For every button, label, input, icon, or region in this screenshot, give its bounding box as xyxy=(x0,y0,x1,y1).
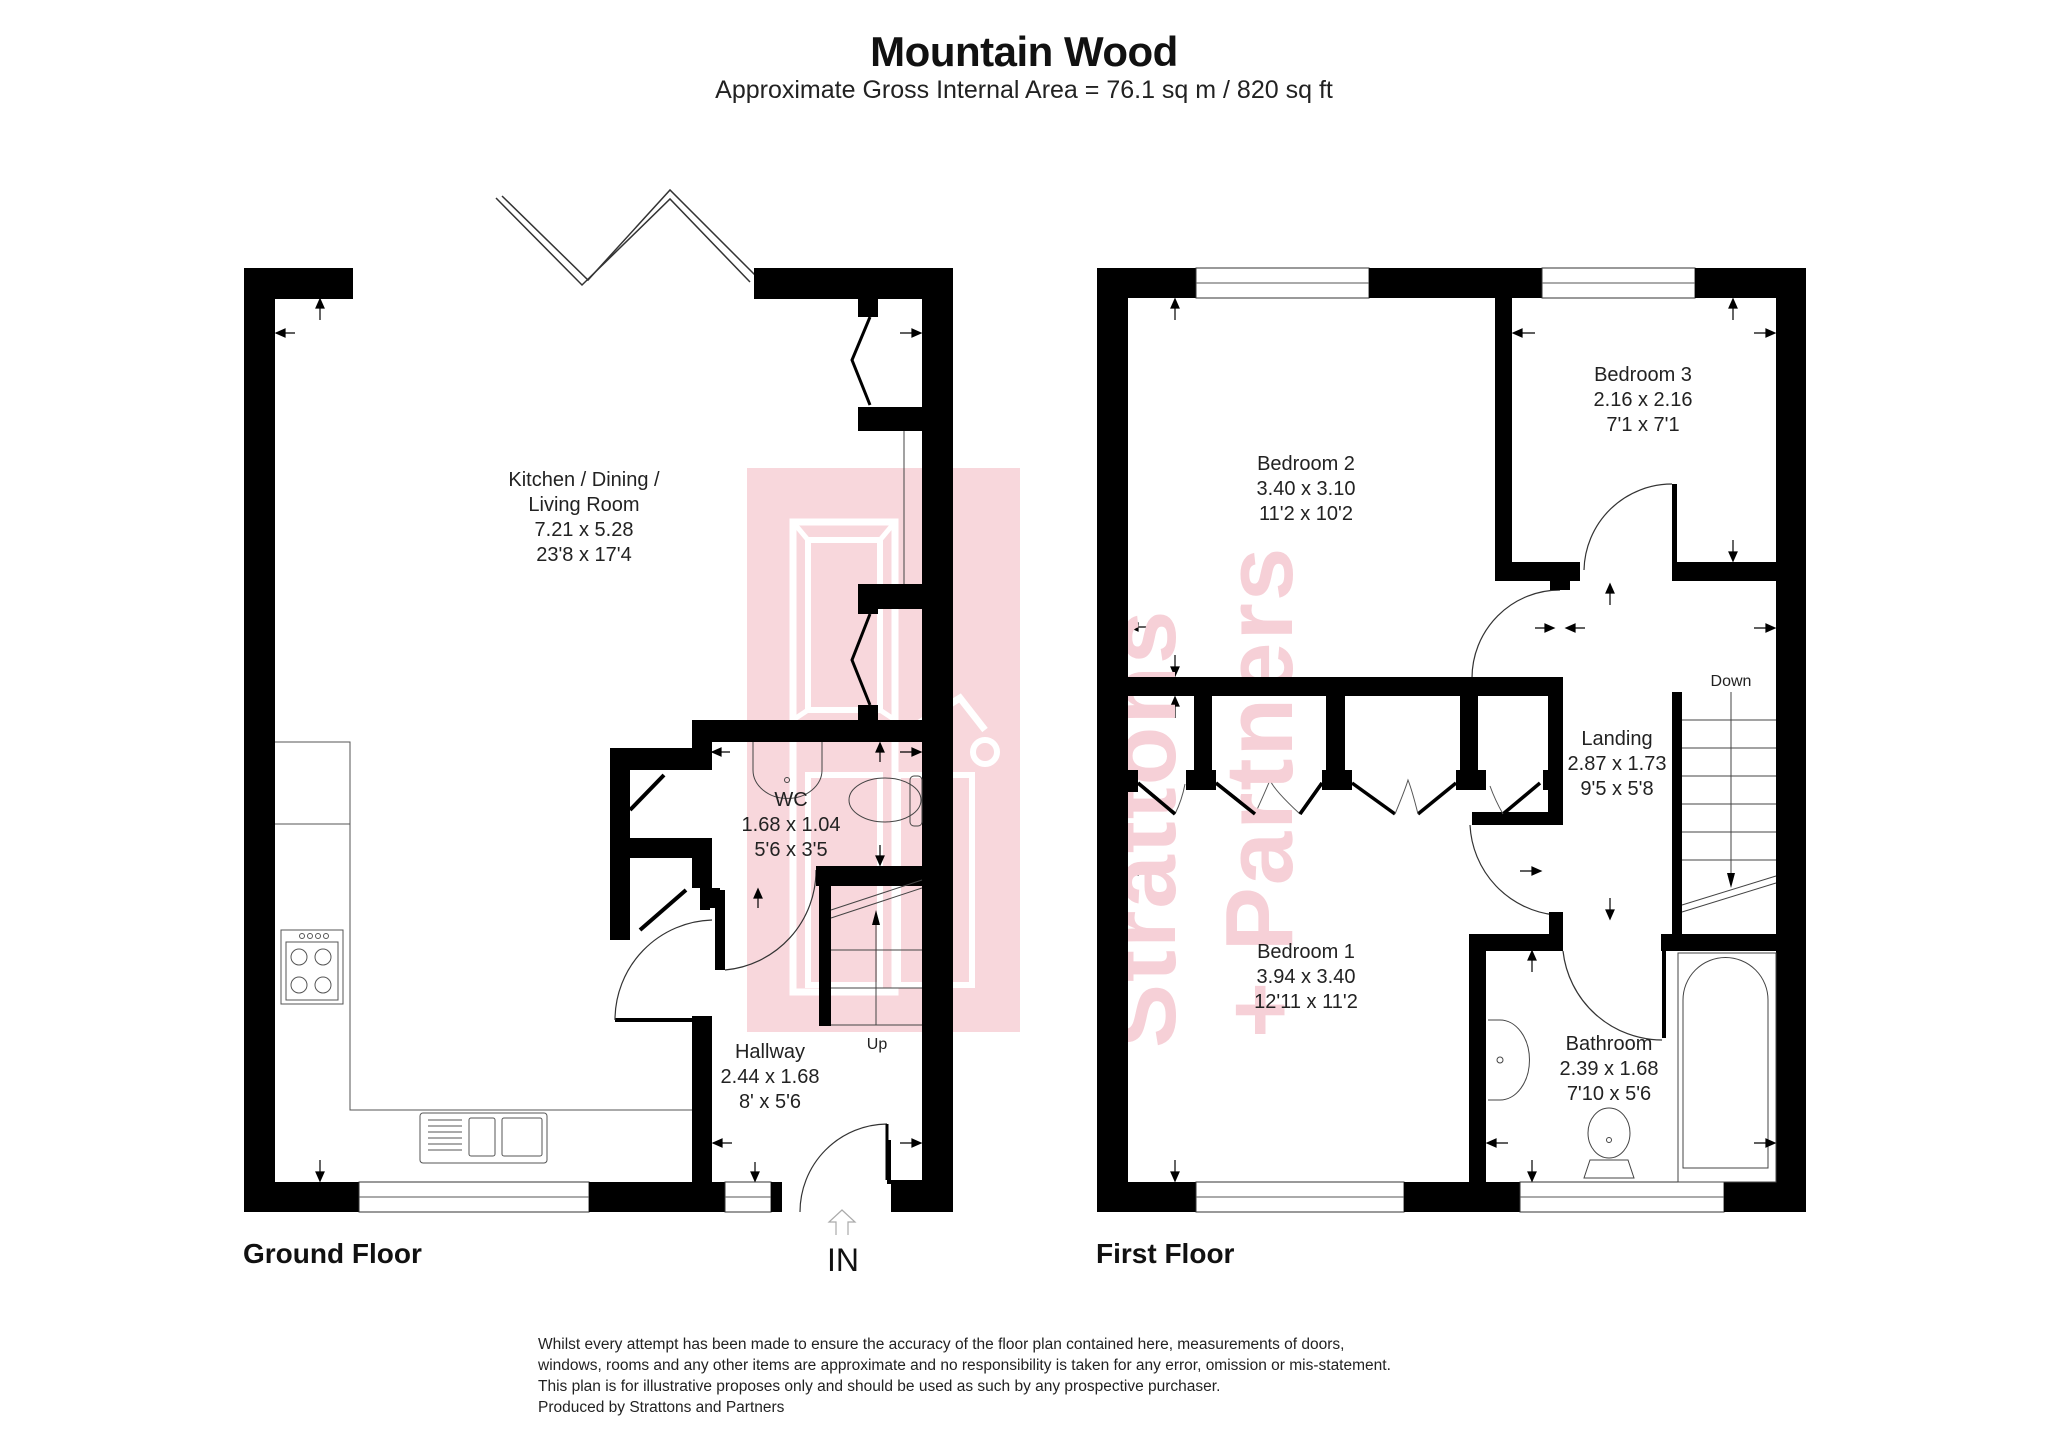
ground-floor-label: Ground Floor xyxy=(243,1238,422,1269)
room-label-bathroom: Bathroom 2.39 x 1.68 7'10 x 5'6 xyxy=(1560,1032,1659,1107)
disclaimer: Whilst every attempt has been made to en… xyxy=(538,1334,1391,1418)
bifold-door xyxy=(495,188,757,287)
disclaimer-line: Whilst every attempt has been made to en… xyxy=(538,1336,1345,1353)
gross-internal-area: Approximate Gross Internal Area = 76.1 s… xyxy=(715,76,1333,104)
room-name: Bedroom 2 xyxy=(1257,453,1355,475)
room-metric: 7.21 x 5.28 xyxy=(534,519,634,541)
disclaimer-line: windows, rooms and any other items are a… xyxy=(538,1357,1391,1374)
room-imperial: 5'6 x 3'5 xyxy=(754,839,828,861)
room-label-kitchen: Kitchen / Dining / Living Room 7.21 x 5.… xyxy=(508,468,659,568)
stairs-down-label: Down xyxy=(1710,673,1752,690)
room-imperial: 8' x 5'6 xyxy=(738,1091,802,1113)
kitchen-counters xyxy=(275,741,692,1164)
room-label-bedroom-3: Bedroom 3 2.16 x 2.16 7'1 x 7'1 xyxy=(1594,363,1693,438)
entrance-label: IN xyxy=(827,1242,859,1278)
room-imperial: 7'1 x 7'1 xyxy=(1606,414,1680,436)
room-metric: 3.94 x 3.40 xyxy=(1256,966,1356,988)
entrance-arrow-icon xyxy=(827,1209,857,1235)
room-metric: 1.68 x 1.04 xyxy=(741,814,841,836)
room-metric: 2.16 x 2.16 xyxy=(1593,389,1693,411)
room-metric: 2.39 x 1.68 xyxy=(1559,1058,1659,1080)
room-name: Bathroom xyxy=(1565,1033,1653,1055)
room-name: WC xyxy=(774,789,808,811)
wc-fixtures xyxy=(752,742,923,827)
room-imperial: 9'5 x 5'8 xyxy=(1580,778,1654,800)
room-metric: 2.87 x 1.73 xyxy=(1567,753,1667,775)
room-imperial: 11'2 x 10'2 xyxy=(1258,503,1353,525)
room-metric: 3.40 x 3.10 xyxy=(1256,478,1356,500)
room-name: Kitchen / Dining / xyxy=(508,469,660,491)
disclaimer-line: This plan is for illustrative proposes o… xyxy=(538,1378,1221,1395)
room-name: Landing xyxy=(1581,728,1653,750)
watermark-logo xyxy=(747,468,1020,1032)
room-name: Bedroom 1 xyxy=(1257,941,1355,963)
watermark-text-strattons: Strattons xyxy=(1089,608,1196,1048)
first-floor-plan xyxy=(1097,267,1806,1213)
wardrobe-door-swings xyxy=(1174,778,1504,815)
first-floor-label: First Floor xyxy=(1096,1238,1235,1269)
room-name: Hallway xyxy=(734,1041,806,1063)
room-imperial: 23'8 x 17'4 xyxy=(536,544,632,566)
room-label-bedroom-1: Bedroom 1 3.94 x 3.40 12'11 x 11'2 xyxy=(1254,940,1358,1015)
room-metric: 2.44 x 1.68 xyxy=(720,1066,820,1088)
room-imperial: 7'10 x 5'6 xyxy=(1566,1083,1652,1105)
page-title: Mountain Wood xyxy=(870,28,1178,75)
stairs-up-label: Up xyxy=(866,1036,888,1053)
room-name-line2: Living Room xyxy=(528,494,640,516)
dimension-arrows xyxy=(274,297,923,1183)
ground-stairs xyxy=(830,879,923,1026)
room-imperial: 12'11 x 11'2 xyxy=(1254,991,1358,1013)
room-label-landing: Landing 2.87 x 1.73 9'5 x 5'8 xyxy=(1568,727,1667,802)
dimension-arrows xyxy=(1127,297,1777,1183)
bathroom-fixtures xyxy=(1488,952,1777,1183)
ground-floor-plan xyxy=(244,188,953,1235)
room-label-bedroom-2: Bedroom 2 3.40 x 3.10 11'2 x 10'2 xyxy=(1257,452,1356,527)
room-label-wc: WC 1.68 x 1.04 5'6 x 3'5 xyxy=(742,788,841,863)
disclaimer-line: Produced by Strattons and Partners xyxy=(538,1399,785,1416)
first-floor-stairs xyxy=(1681,692,1777,913)
room-label-hallway: Hallway 2.44 x 1.68 8' x 5'6 xyxy=(721,1040,820,1115)
room-name: Bedroom 3 xyxy=(1594,364,1692,386)
